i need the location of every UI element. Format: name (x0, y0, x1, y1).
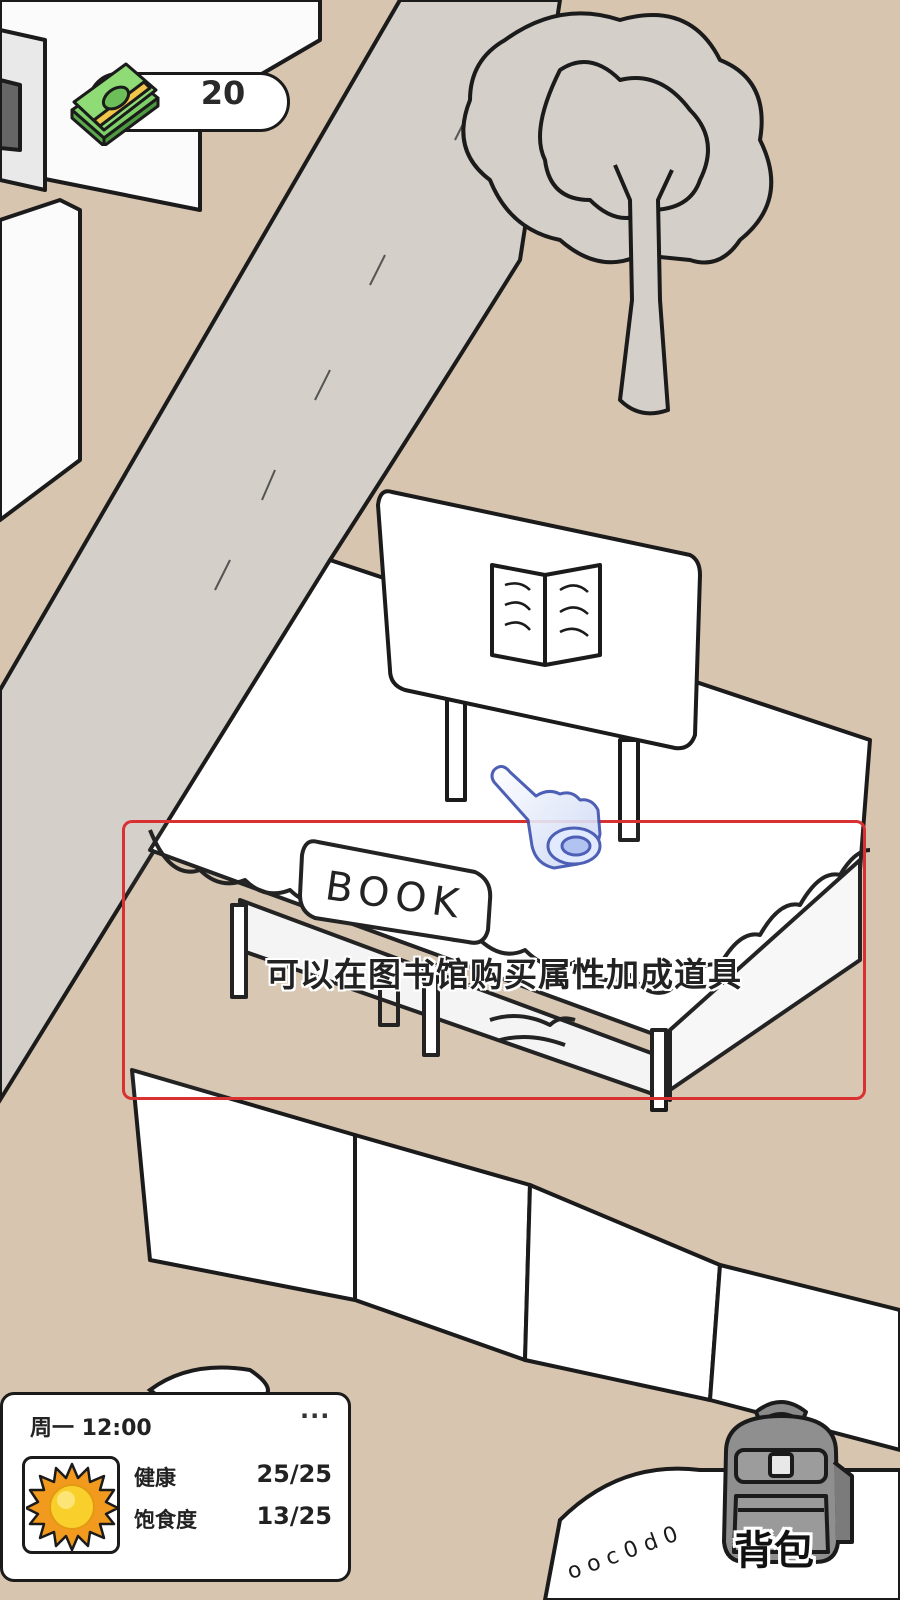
satiety-value: 13/25 (256, 1502, 332, 1530)
day-time-label: 周一 12:00 (30, 1416, 152, 1441)
wall-segments (130, 1068, 900, 1452)
tree (461, 11, 774, 416)
health-label: 健康 (134, 1466, 176, 1490)
backpack-icon[interactable] (706, 1392, 856, 1572)
status-menu-button[interactable]: ··· (300, 1402, 331, 1430)
satiety-label: 饱食度 (134, 1508, 197, 1532)
tutorial-highlight-frame[interactable] (122, 820, 866, 1100)
cash-stack-icon (70, 62, 160, 146)
road (0, 0, 563, 1104)
sun-icon (26, 1462, 118, 1552)
tutorial-hint-text: 可以在图书馆购买属性加成道具 (266, 955, 742, 994)
pointer-hand-icon (490, 765, 602, 870)
health-value: 25/25 (256, 1460, 332, 1488)
backpack-label[interactable]: 背包 (734, 1528, 814, 1574)
left-building (0, 198, 82, 522)
money-value: 20 (200, 74, 246, 112)
bookshop-building (148, 489, 872, 1112)
